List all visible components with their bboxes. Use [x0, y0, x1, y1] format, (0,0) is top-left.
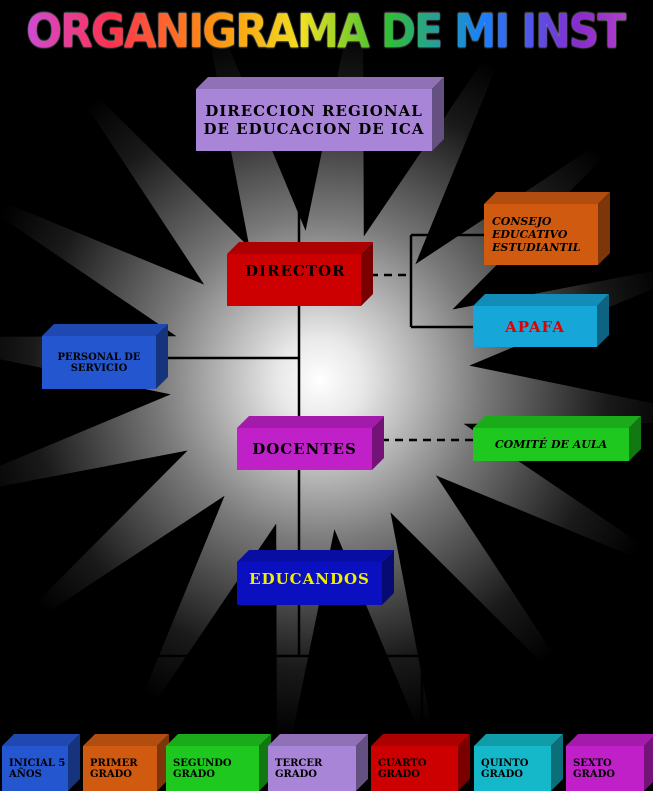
node-label: CUARTO GRADO: [378, 757, 427, 780]
box-side-face: [156, 324, 168, 389]
box-top-face: [237, 550, 394, 562]
box-side-face: [551, 734, 563, 791]
node-label: TERCER GRADO: [275, 757, 323, 780]
box-top-face: [237, 416, 384, 428]
node-grade-primer: PRIMER GRADO: [83, 746, 157, 791]
node-consejo-educativo: CONSEJO EDUCATIVO ESTUDIANTIL: [484, 204, 598, 265]
node-personal-servicio: PERSONAL DE SERVICIO: [42, 336, 156, 389]
node-label: DIRECTOR: [245, 262, 346, 280]
box-side-face: [432, 77, 444, 151]
box-top-face: [566, 734, 653, 746]
node-grade-cuarto: CUARTO GRADO: [371, 746, 458, 791]
node-label: PERSONAL DE SERVICIO: [57, 351, 141, 374]
box-top-face: [196, 77, 444, 89]
node-label: APAFA: [505, 317, 565, 336]
node-label: CONSEJO EDUCATIVO ESTUDIANTIL: [492, 215, 581, 254]
page-title: ORGANIGRAMA DE MI INSTITUCION: [26, 0, 653, 62]
box-side-face: [68, 734, 80, 791]
node-label: EDUCANDOS: [249, 570, 370, 588]
node-label: DOCENTES: [252, 440, 357, 458]
box-top-face: [484, 192, 610, 204]
node-grade-tercer: TERCER GRADO: [268, 746, 356, 791]
box-top-face: [2, 734, 80, 746]
box-top-face: [83, 734, 169, 746]
node-director: DIRECTOR: [227, 254, 361, 306]
box-top-face: [42, 324, 168, 336]
box-top-face: [473, 294, 609, 306]
box-side-face: [644, 737, 653, 791]
box-side-face: [458, 734, 470, 791]
node-educandos: EDUCANDOS: [237, 562, 382, 605]
node-comite-aula: COMITÉ DE AULA: [473, 428, 629, 461]
node-direccion-regional: DIRECCION REGIONAL DE EDUCACION DE ICA: [196, 89, 432, 151]
node-label: DIRECCION REGIONAL DE EDUCACION DE ICA: [203, 102, 425, 138]
node-grade-inicial: INICIAL 5 AÑOS: [2, 746, 68, 791]
connector-lines: [38, 150, 524, 738]
box-top-face: [371, 734, 470, 746]
box-side-face: [629, 416, 641, 461]
node-label: QUINTO GRADO: [481, 757, 529, 780]
node-grade-quinto: QUINTO GRADO: [474, 746, 551, 791]
node-apafa: APAFA: [473, 306, 597, 347]
node-label: SEGUNDO GRADO: [173, 757, 232, 780]
node-grade-sexto: SEXTO GRADO: [566, 746, 644, 791]
node-label: COMITÉ DE AULA: [494, 438, 608, 451]
box-side-face: [598, 192, 610, 265]
box-side-face: [356, 734, 368, 791]
node-grade-segundo: SEGUNDO GRADO: [166, 746, 259, 791]
node-label: PRIMER GRADO: [90, 757, 138, 780]
box-side-face: [382, 550, 394, 605]
box-side-face: [372, 416, 384, 470]
box-top-face: [227, 242, 373, 254]
box-side-face: [361, 242, 373, 306]
node-label: SEXTO GRADO: [573, 757, 615, 780]
box-top-face: [166, 734, 271, 746]
box-top-face: [268, 734, 368, 746]
box-side-face: [597, 294, 609, 347]
node-docentes: DOCENTES: [237, 428, 372, 470]
box-top-face: [473, 416, 641, 428]
box-top-face: [474, 734, 563, 746]
node-label: INICIAL 5 AÑOS: [9, 757, 66, 780]
